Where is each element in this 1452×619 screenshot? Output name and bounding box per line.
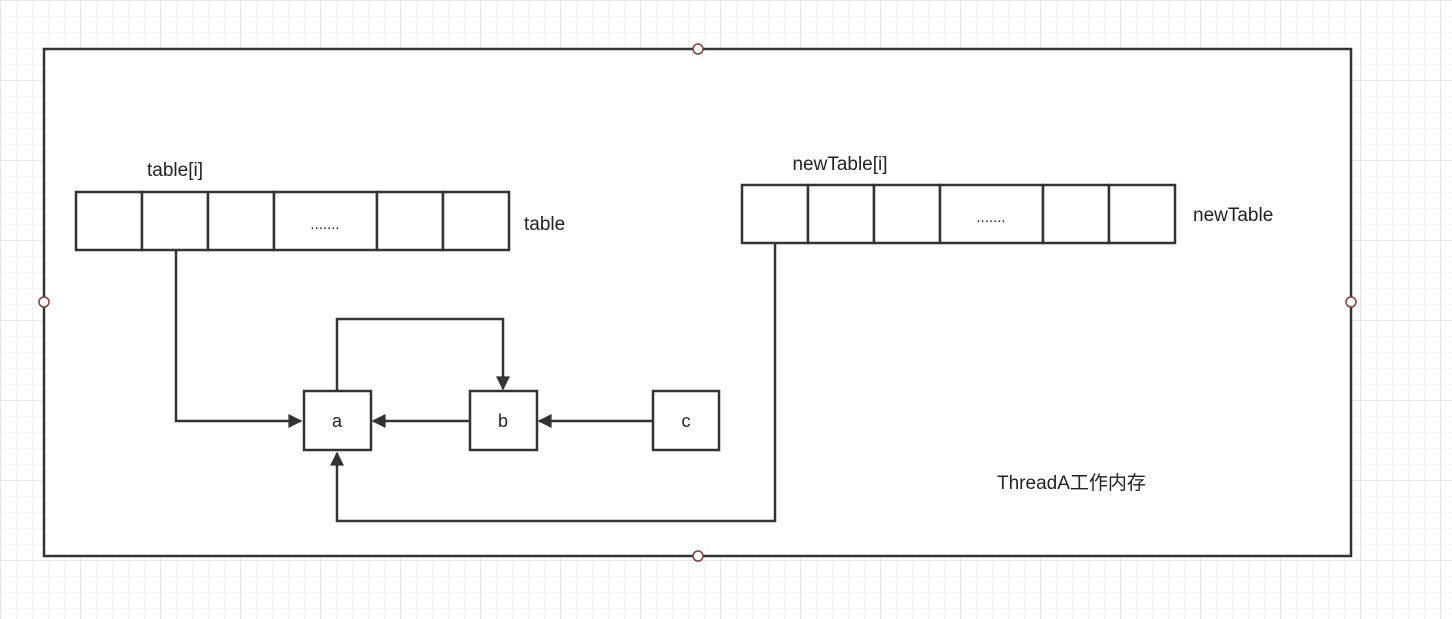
table-cell-ellipsis[interactable] [272, 190, 379, 252]
table-cell[interactable] [74, 190, 144, 252]
new-table-cell[interactable] [1107, 183, 1177, 245]
edge-a-to-b[interactable] [335, 317, 510, 391]
table-ellipsis: ....... [310, 216, 339, 233]
node-c-label: c [682, 411, 691, 431]
resize-handle-top[interactable] [692, 43, 704, 55]
node-c[interactable] [651, 389, 721, 452]
new-table-cell[interactable] [740, 183, 810, 245]
new-table-cell-ellipsis[interactable] [938, 183, 1045, 245]
table-cell[interactable] [441, 190, 511, 252]
table-cell-i[interactable] [140, 190, 210, 252]
new-table-cell[interactable] [872, 183, 942, 245]
node-a-label: a [332, 411, 343, 431]
edge-table-i-to-a[interactable] [174, 250, 303, 428]
table-cell[interactable] [206, 190, 276, 252]
table-cell[interactable] [375, 190, 445, 252]
new-table-ellipsis: ....... [976, 209, 1005, 226]
node-a[interactable] [302, 389, 373, 452]
new-table-index-label: newTable[i] [792, 154, 887, 175]
table-array[interactable] [74, 190, 511, 252]
node-b-label: b [498, 411, 508, 431]
table-index-label: table[i] [147, 160, 203, 181]
thread-memory-frame[interactable] [42, 47, 1353, 558]
resize-handle-left[interactable] [38, 296, 50, 308]
edge-new-table-i-to-a[interactable] [330, 243, 777, 523]
table-name-label: table [524, 214, 565, 235]
new-table-array[interactable] [740, 183, 1177, 245]
resize-handle-bottom[interactable] [692, 550, 704, 562]
node-b[interactable] [468, 389, 539, 452]
new-table-name-label: newTable [1193, 205, 1273, 226]
new-table-cell[interactable] [1041, 183, 1111, 245]
new-table-cell[interactable] [806, 183, 876, 245]
resize-handle-right[interactable] [1345, 296, 1357, 308]
frame-caption: ThreadA工作内存 [997, 472, 1146, 494]
